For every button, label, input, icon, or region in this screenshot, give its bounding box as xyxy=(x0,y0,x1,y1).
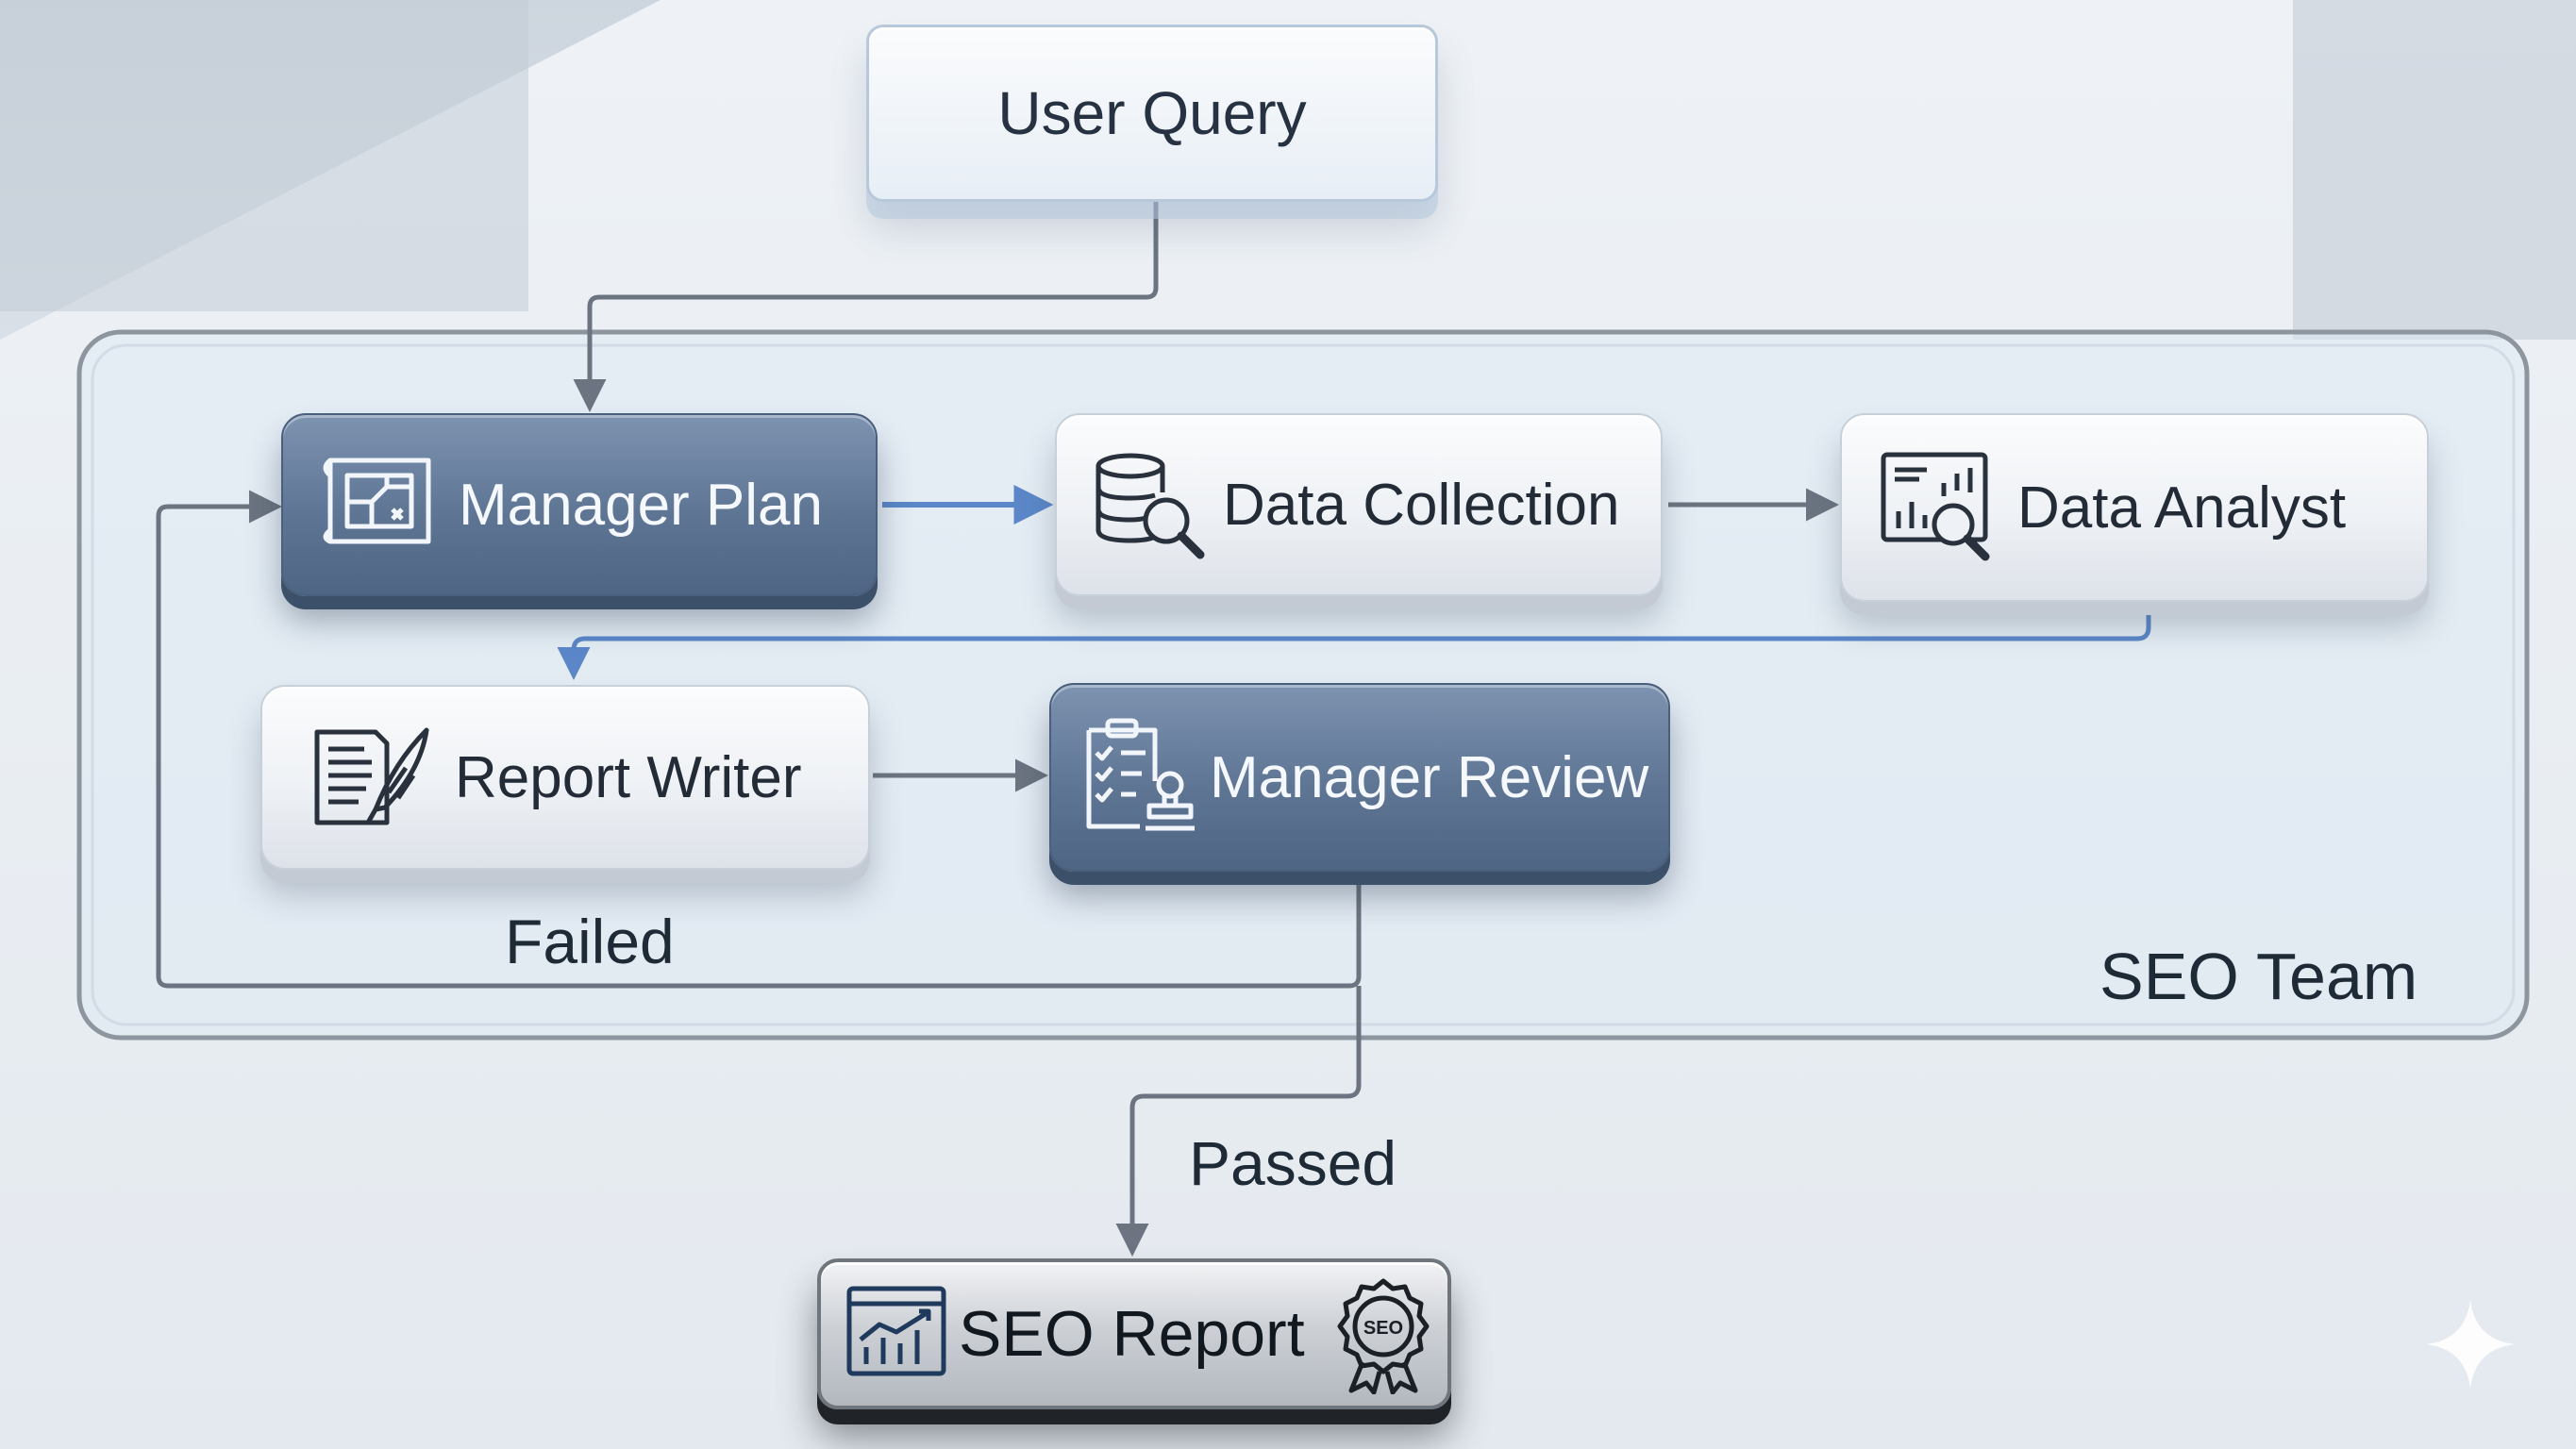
checklist-stamp-icon xyxy=(1086,718,1195,831)
edge-label-passed: Passed xyxy=(1189,1128,1397,1198)
node-manager-review-label: Manager Review xyxy=(1210,744,1649,810)
node-data-collection[interactable]: Data Collection xyxy=(1055,413,1663,596)
node-seo-report[interactable]: SEO Report SEO xyxy=(817,1258,1451,1409)
growth-chart-icon xyxy=(846,1286,946,1376)
node-seo-report-label: SEO Report xyxy=(959,1298,1305,1370)
node-data-analyst-label: Data Analyst xyxy=(2017,475,2347,541)
award-seal-icon: SEO xyxy=(1337,1278,1430,1394)
node-manager-plan[interactable]: Manager Plan xyxy=(281,413,878,596)
node-user-query-label: User Query xyxy=(997,79,1307,147)
seo-badge-text: SEO xyxy=(1363,1318,1403,1339)
blueprint-icon xyxy=(323,458,431,544)
document-quill-icon xyxy=(314,727,429,825)
analytics-search-icon xyxy=(1881,452,1990,561)
node-report-writer[interactable]: Report Writer xyxy=(260,685,870,870)
node-manager-review[interactable]: Manager Review xyxy=(1049,683,1670,872)
sparkle-icon xyxy=(2426,1300,2515,1389)
background-chair xyxy=(2293,0,2576,340)
group-label-seo-team: SEO Team xyxy=(2099,940,2418,1013)
connector-query-to-plan xyxy=(573,200,1159,412)
node-data-collection-label: Data Collection xyxy=(1223,472,1620,538)
node-user-query[interactable]: User Query xyxy=(866,25,1438,202)
background-shelf xyxy=(0,0,528,311)
database-search-icon xyxy=(1096,453,1205,559)
seo-team-container-inner xyxy=(91,343,2516,1026)
connector-failed-loop xyxy=(156,490,1362,989)
node-data-analyst[interactable]: Data Analyst xyxy=(1840,413,2429,602)
node-report-writer-label: Report Writer xyxy=(455,744,802,810)
connector-passed xyxy=(1115,986,1362,1257)
edge-label-failed: Failed xyxy=(505,907,675,976)
connector-analyst-to-writer xyxy=(557,606,2151,680)
node-manager-plan-label: Manager Plan xyxy=(459,472,824,538)
